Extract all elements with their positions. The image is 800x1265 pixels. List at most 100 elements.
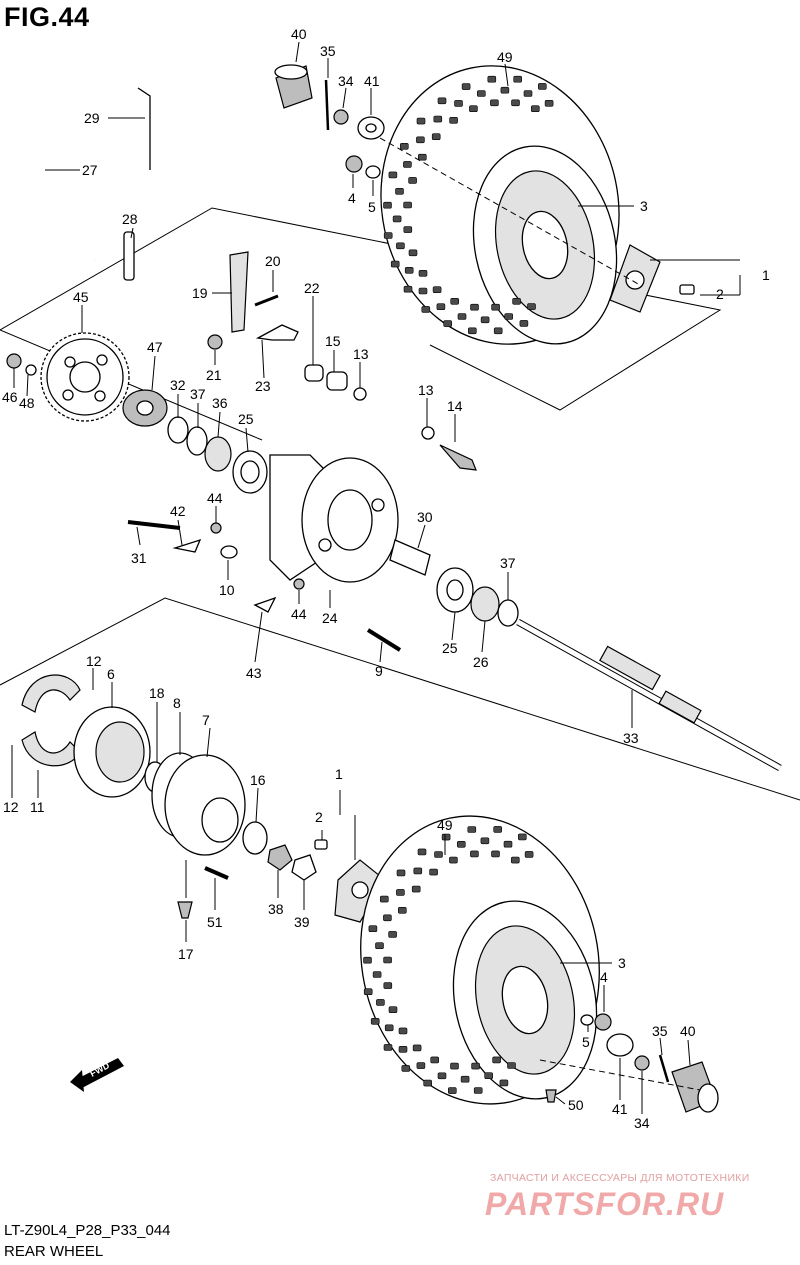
oil-seal-26[interactable] xyxy=(470,586,500,622)
wheel-washer-bottom[interactable] xyxy=(580,1014,594,1026)
callout-19: 19 xyxy=(192,285,208,301)
plug-17[interactable] xyxy=(177,901,193,919)
tread-block xyxy=(432,286,442,294)
brake-arm[interactable] xyxy=(229,251,249,333)
leader-lines xyxy=(11,41,741,1114)
brake-cover[interactable] xyxy=(164,754,246,856)
rear-sprocket[interactable] xyxy=(40,332,130,422)
hub-cap-bottom[interactable] xyxy=(671,1061,719,1113)
arm-bolt[interactable] xyxy=(254,294,279,307)
tread-block xyxy=(403,161,412,168)
collar-10[interactable] xyxy=(220,545,238,559)
tread-block xyxy=(398,1046,408,1053)
tread-block xyxy=(527,303,536,310)
cotter-pin-bottom[interactable] xyxy=(658,1054,670,1083)
callout-22: 22 xyxy=(304,280,320,296)
bushing-15[interactable] xyxy=(326,371,348,391)
tread-block xyxy=(383,914,392,922)
o-ring-13b[interactable] xyxy=(421,426,435,440)
tread-block xyxy=(470,850,479,858)
assembly-frame-line xyxy=(0,207,722,411)
hub-bolt-bottom[interactable] xyxy=(314,839,328,850)
bushing-22[interactable] xyxy=(304,364,324,382)
o-ring-13a[interactable] xyxy=(353,387,367,401)
bolt-51[interactable] xyxy=(204,866,229,880)
arm-nut[interactable] xyxy=(207,334,223,350)
brake-drum[interactable] xyxy=(73,706,151,798)
oil-seal-32[interactable] xyxy=(167,416,189,444)
tread-block xyxy=(413,867,423,875)
tread-block xyxy=(449,856,458,864)
callout-10: 10 xyxy=(219,582,235,598)
cotter-pin-top[interactable] xyxy=(324,79,330,131)
callout-40b: 40 xyxy=(680,1023,696,1039)
tread-block xyxy=(388,1006,398,1014)
bolt-9[interactable] xyxy=(366,628,402,652)
nut-44b[interactable] xyxy=(293,578,305,590)
tread-block xyxy=(396,869,406,877)
hub-plate-top[interactable] xyxy=(609,244,661,313)
washer-43[interactable] xyxy=(253,596,277,613)
callout-13b: 13 xyxy=(418,382,434,398)
castle-nut-top[interactable] xyxy=(333,109,349,125)
tread-block xyxy=(396,889,405,896)
tread-block xyxy=(429,868,438,876)
rear-tire-top[interactable] xyxy=(355,44,644,367)
hub-cap-top[interactable] xyxy=(274,64,313,109)
tread-block xyxy=(499,1079,509,1087)
sprocket-hub[interactable] xyxy=(122,389,168,427)
nut-38[interactable] xyxy=(267,844,293,871)
callout-49: 49 xyxy=(497,49,513,65)
tread-block xyxy=(441,833,451,841)
tread-block xyxy=(450,297,460,305)
sprocket-washer[interactable] xyxy=(25,364,37,376)
brake-shoes[interactable] xyxy=(21,674,81,767)
assembly-frame-line xyxy=(0,329,263,441)
bracket-23[interactable] xyxy=(255,324,299,341)
washer-16[interactable] xyxy=(242,821,268,855)
tread-block xyxy=(372,971,382,978)
bolt-31[interactable] xyxy=(127,520,181,530)
rear-tire-bottom[interactable] xyxy=(334,794,625,1127)
tread-block xyxy=(512,297,521,305)
cable-tie[interactable] xyxy=(137,87,151,170)
callout-24: 24 xyxy=(322,610,338,626)
tread-block xyxy=(493,327,503,335)
callout-1: 1 xyxy=(762,267,770,283)
wheel-nut-top[interactable] xyxy=(345,155,363,173)
rear-axle[interactable] xyxy=(516,618,782,772)
tread-block xyxy=(436,303,446,311)
valve-50[interactable] xyxy=(545,1089,557,1103)
sleeve-30[interactable] xyxy=(389,539,431,576)
tread-block xyxy=(423,1079,433,1087)
nut-44a[interactable] xyxy=(210,522,222,534)
nut-39[interactable] xyxy=(291,854,317,881)
oil-seal-36[interactable] xyxy=(204,436,232,472)
spacer-37[interactable] xyxy=(186,426,208,456)
tread-block xyxy=(507,1062,516,1069)
callout-25b: 25 xyxy=(442,640,458,656)
callout-25: 25 xyxy=(238,411,254,427)
spacer-37b[interactable] xyxy=(497,599,519,627)
sprocket-nut[interactable] xyxy=(6,353,22,369)
castle-nut-bottom[interactable] xyxy=(634,1055,650,1071)
tread-block xyxy=(511,99,520,107)
callout-35: 35 xyxy=(320,43,336,59)
tread-block xyxy=(417,848,427,856)
wheel-washer-top[interactable] xyxy=(365,165,381,179)
breather-valve[interactable] xyxy=(439,444,477,471)
callout-40: 40 xyxy=(291,26,307,42)
washer-bottom[interactable] xyxy=(606,1033,634,1057)
tread-block xyxy=(467,826,477,833)
hub-bolt-top[interactable] xyxy=(679,284,695,295)
hose-fitting[interactable] xyxy=(123,231,135,281)
callout-18: 18 xyxy=(149,685,165,701)
tread-block xyxy=(418,287,428,295)
tread-block xyxy=(368,925,378,933)
wheel-nut-bottom[interactable] xyxy=(594,1013,612,1031)
axle-housing[interactable] xyxy=(269,454,399,583)
washer-42[interactable] xyxy=(172,538,202,553)
tread-block xyxy=(504,313,514,320)
tread-block xyxy=(416,117,426,125)
